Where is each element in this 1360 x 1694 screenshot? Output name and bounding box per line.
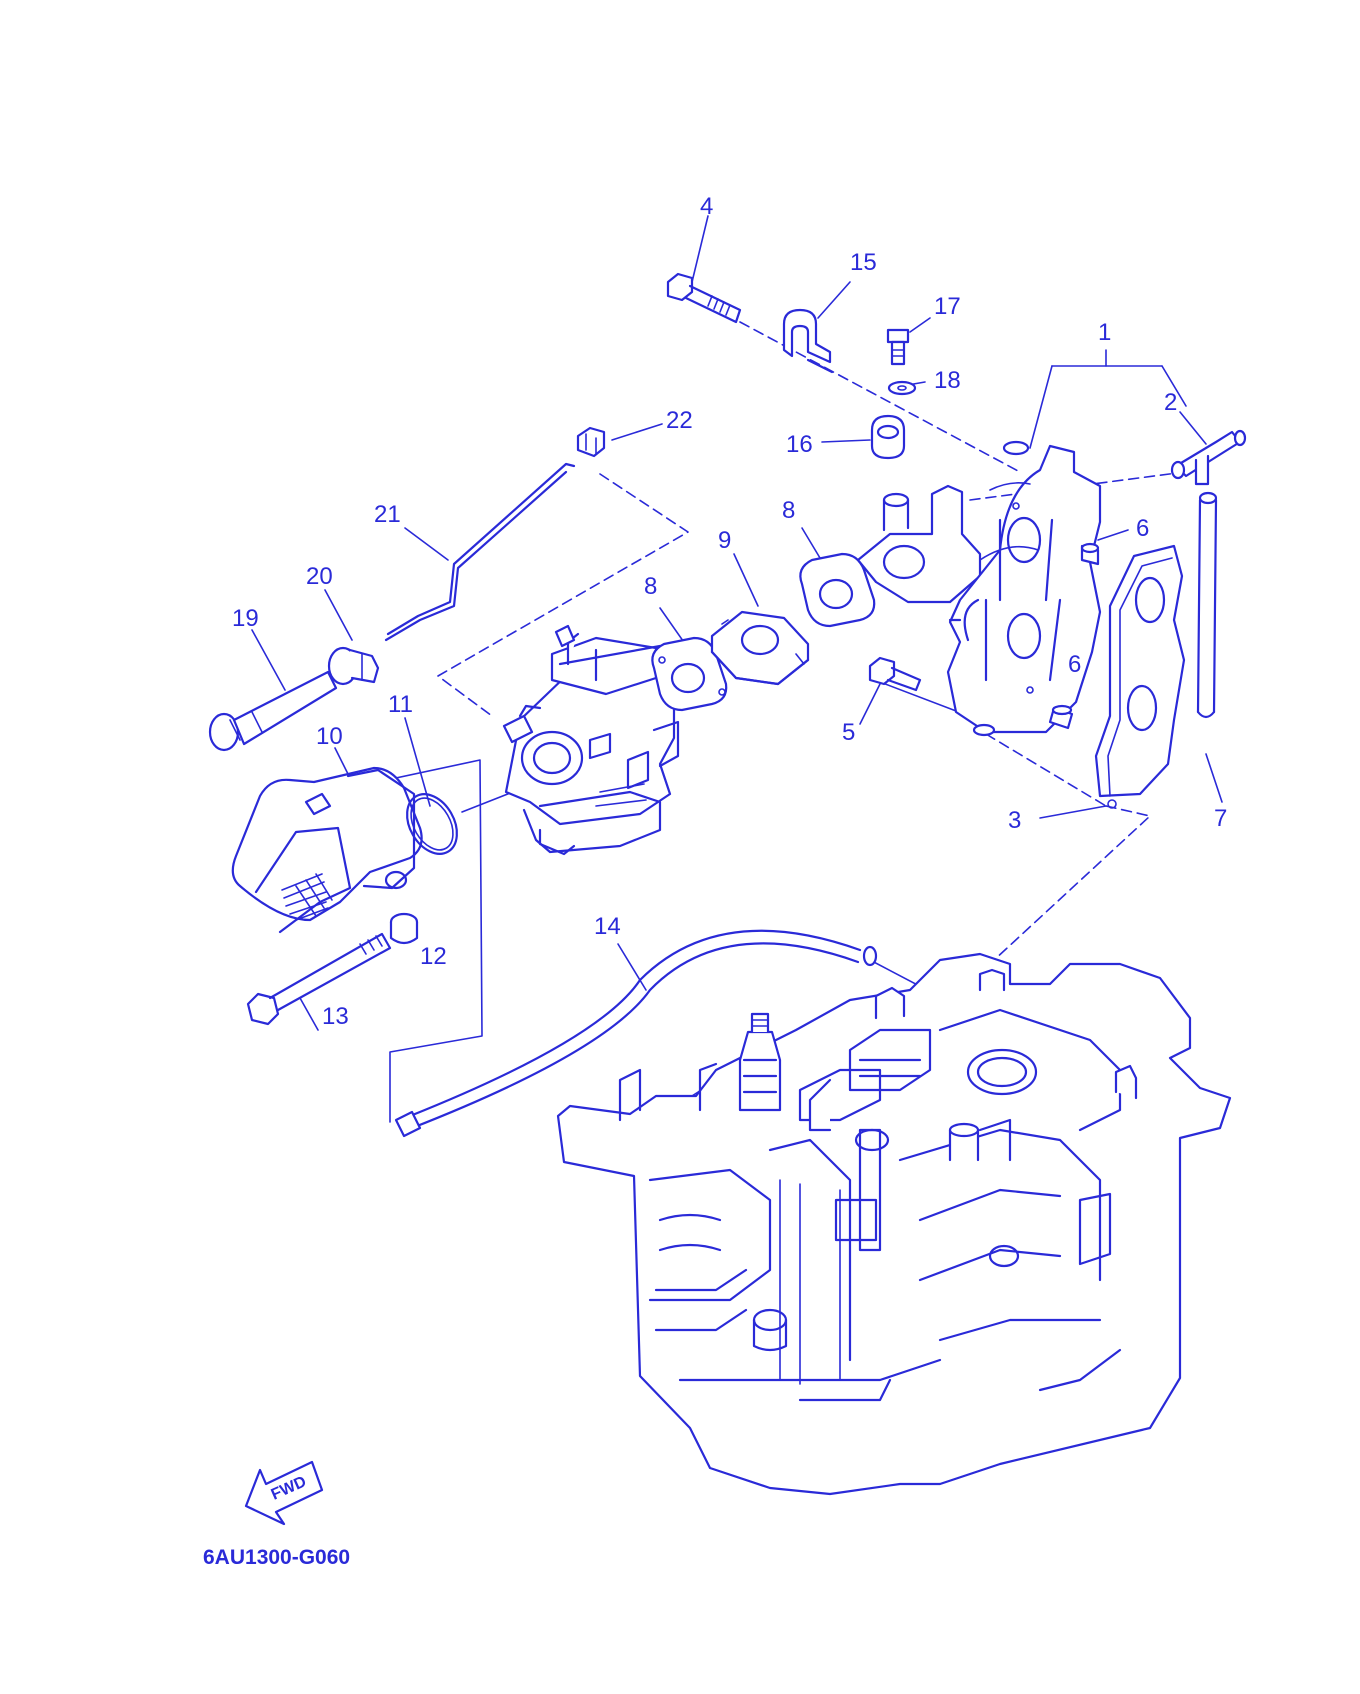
joint-part-2[interactable] — [1170, 429, 1247, 486]
gasket-part-8-left[interactable] — [651, 636, 728, 712]
insulator-part-9[interactable] — [710, 610, 810, 686]
callout-18: 18 — [934, 367, 961, 394]
callout-labels: 1 2 3 4 5 6 6 7 8 8 9 10 11 12 13 14 15 … — [232, 193, 1227, 1030]
hose-part-7[interactable] — [1196, 491, 1218, 719]
callout-3: 3 — [1008, 807, 1021, 834]
callout-22: 22 — [666, 407, 693, 434]
carburetor-assembly[interactable] — [502, 624, 680, 856]
callout-5: 5 — [842, 719, 855, 746]
intake-manifold-flange[interactable] — [856, 484, 982, 604]
callout-4: 4 — [700, 193, 713, 220]
callout-15: 15 — [850, 249, 877, 276]
o-ring-part-11[interactable] — [397, 785, 467, 862]
dowel-pin-part-6-bottom[interactable] — [1048, 704, 1074, 730]
callout-2: 2 — [1164, 389, 1177, 416]
clip-part-22[interactable] — [576, 426, 606, 458]
knob-part-20[interactable] — [327, 646, 380, 686]
gasket-part-8-right[interactable] — [799, 552, 876, 628]
callout-9: 9 — [718, 527, 731, 554]
callout-19: 19 — [232, 605, 259, 632]
clamp-part-15[interactable] — [782, 308, 834, 374]
callout-7: 7 — [1214, 805, 1227, 832]
callout-11: 11 — [388, 691, 413, 718]
collar-part-12[interactable] — [389, 912, 419, 945]
bolt-part-13[interactable] — [246, 932, 392, 1026]
callout-8-right: 8 — [782, 497, 795, 524]
callout-8-left: 8 — [644, 573, 657, 600]
gasket-part-3[interactable] — [1094, 544, 1186, 809]
bolt-part-4[interactable] — [666, 272, 742, 324]
engine-block — [556, 952, 1232, 1496]
callout-1: 1 — [1098, 319, 1111, 346]
holder-part-16[interactable] — [870, 414, 906, 460]
callout-21: 21 — [374, 501, 401, 528]
hose-part-14[interactable] — [394, 929, 878, 1138]
bolt-part-5[interactable] — [868, 656, 922, 692]
callout-10: 10 — [316, 723, 343, 750]
callout-12: 12 — [420, 943, 447, 970]
callout-13: 13 — [322, 1003, 349, 1030]
callout-20: 20 — [306, 563, 333, 590]
intake-manifold-part-1[interactable] — [946, 440, 1102, 737]
diagram-code-label: 6AU1300-G060 — [203, 1546, 351, 1569]
callout-6-bottom: 6 — [1068, 651, 1081, 678]
callout-16: 16 — [786, 431, 813, 458]
dowel-pin-part-6-top[interactable] — [1080, 542, 1100, 566]
silencer-part-10[interactable] — [231, 766, 423, 934]
callout-14: 14 — [594, 913, 621, 940]
fwd-arrow-icon: FWD — [244, 1460, 324, 1526]
shaft-part-19[interactable] — [208, 670, 338, 752]
screw-part-17[interactable] — [886, 328, 910, 366]
callout-6-top: 6 — [1136, 515, 1149, 542]
callout-17: 17 — [934, 293, 961, 320]
washer-part-18[interactable] — [887, 380, 917, 396]
rod-part-21[interactable] — [384, 462, 576, 642]
